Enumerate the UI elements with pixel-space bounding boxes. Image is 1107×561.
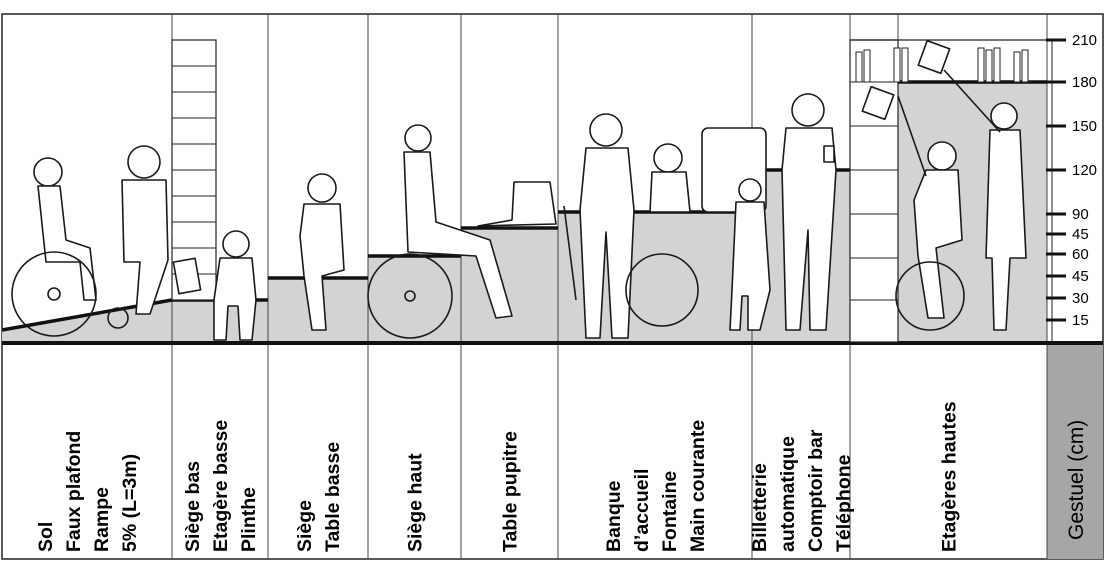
scale-tick-label: 45 [1072, 226, 1089, 243]
column-label-sol-1: Faux plafond [63, 431, 85, 552]
scale-tick-label: 180 [1072, 74, 1097, 91]
scale-tick-label: 120 [1072, 162, 1097, 179]
counter-man-figure [782, 94, 836, 330]
scale-tick-label: 150 [1072, 118, 1097, 135]
column-label-siege-haut-0: Siège haut [405, 453, 427, 552]
gestuel-title: Gestuel (cm) [1065, 420, 1088, 540]
column-label-banque-1: d’accueil [631, 469, 653, 552]
scale-tick-label: 30 [1072, 290, 1089, 307]
column-label-billetterie-1: automatique [777, 436, 799, 552]
column-label-billetterie-0: Billetterie [749, 463, 771, 552]
column-label-siege-0: Siège [294, 500, 316, 552]
column-label-table-pupitre-0: Table pupitre [500, 431, 522, 552]
column-label-sol-0: Sol [35, 522, 57, 552]
column-label-sol-2: Rampe [91, 487, 113, 552]
column-label-banque-2: Fontaine [659, 471, 681, 552]
scale-tick-label: 210 [1072, 32, 1097, 49]
column-label-billetterie-3: Téléphone [833, 454, 855, 552]
column-label-banque-0: Banque [603, 480, 625, 552]
scale-tick-label: 60 [1072, 246, 1089, 263]
column-label-etageres-0: Etagères hautes [939, 401, 961, 552]
column-label-siege-1: Table basse [322, 442, 344, 552]
column-label-siege-bas-0: Siège bas [182, 461, 204, 552]
column-label-siege-bas-1: Etagère basse [210, 420, 232, 552]
column-label-billetterie-2: Comptoir bar [805, 429, 827, 552]
scale-tick-label: 15 [1072, 312, 1089, 329]
scale-tick-label: 45 [1072, 268, 1089, 285]
column-label-sol-3: 5% (L=3m) [119, 454, 141, 552]
column-label-siege-bas-2: Plinthe [238, 487, 260, 552]
scale-tick-label: 90 [1072, 206, 1089, 223]
column-label-banque-3: Main courante [687, 420, 709, 552]
